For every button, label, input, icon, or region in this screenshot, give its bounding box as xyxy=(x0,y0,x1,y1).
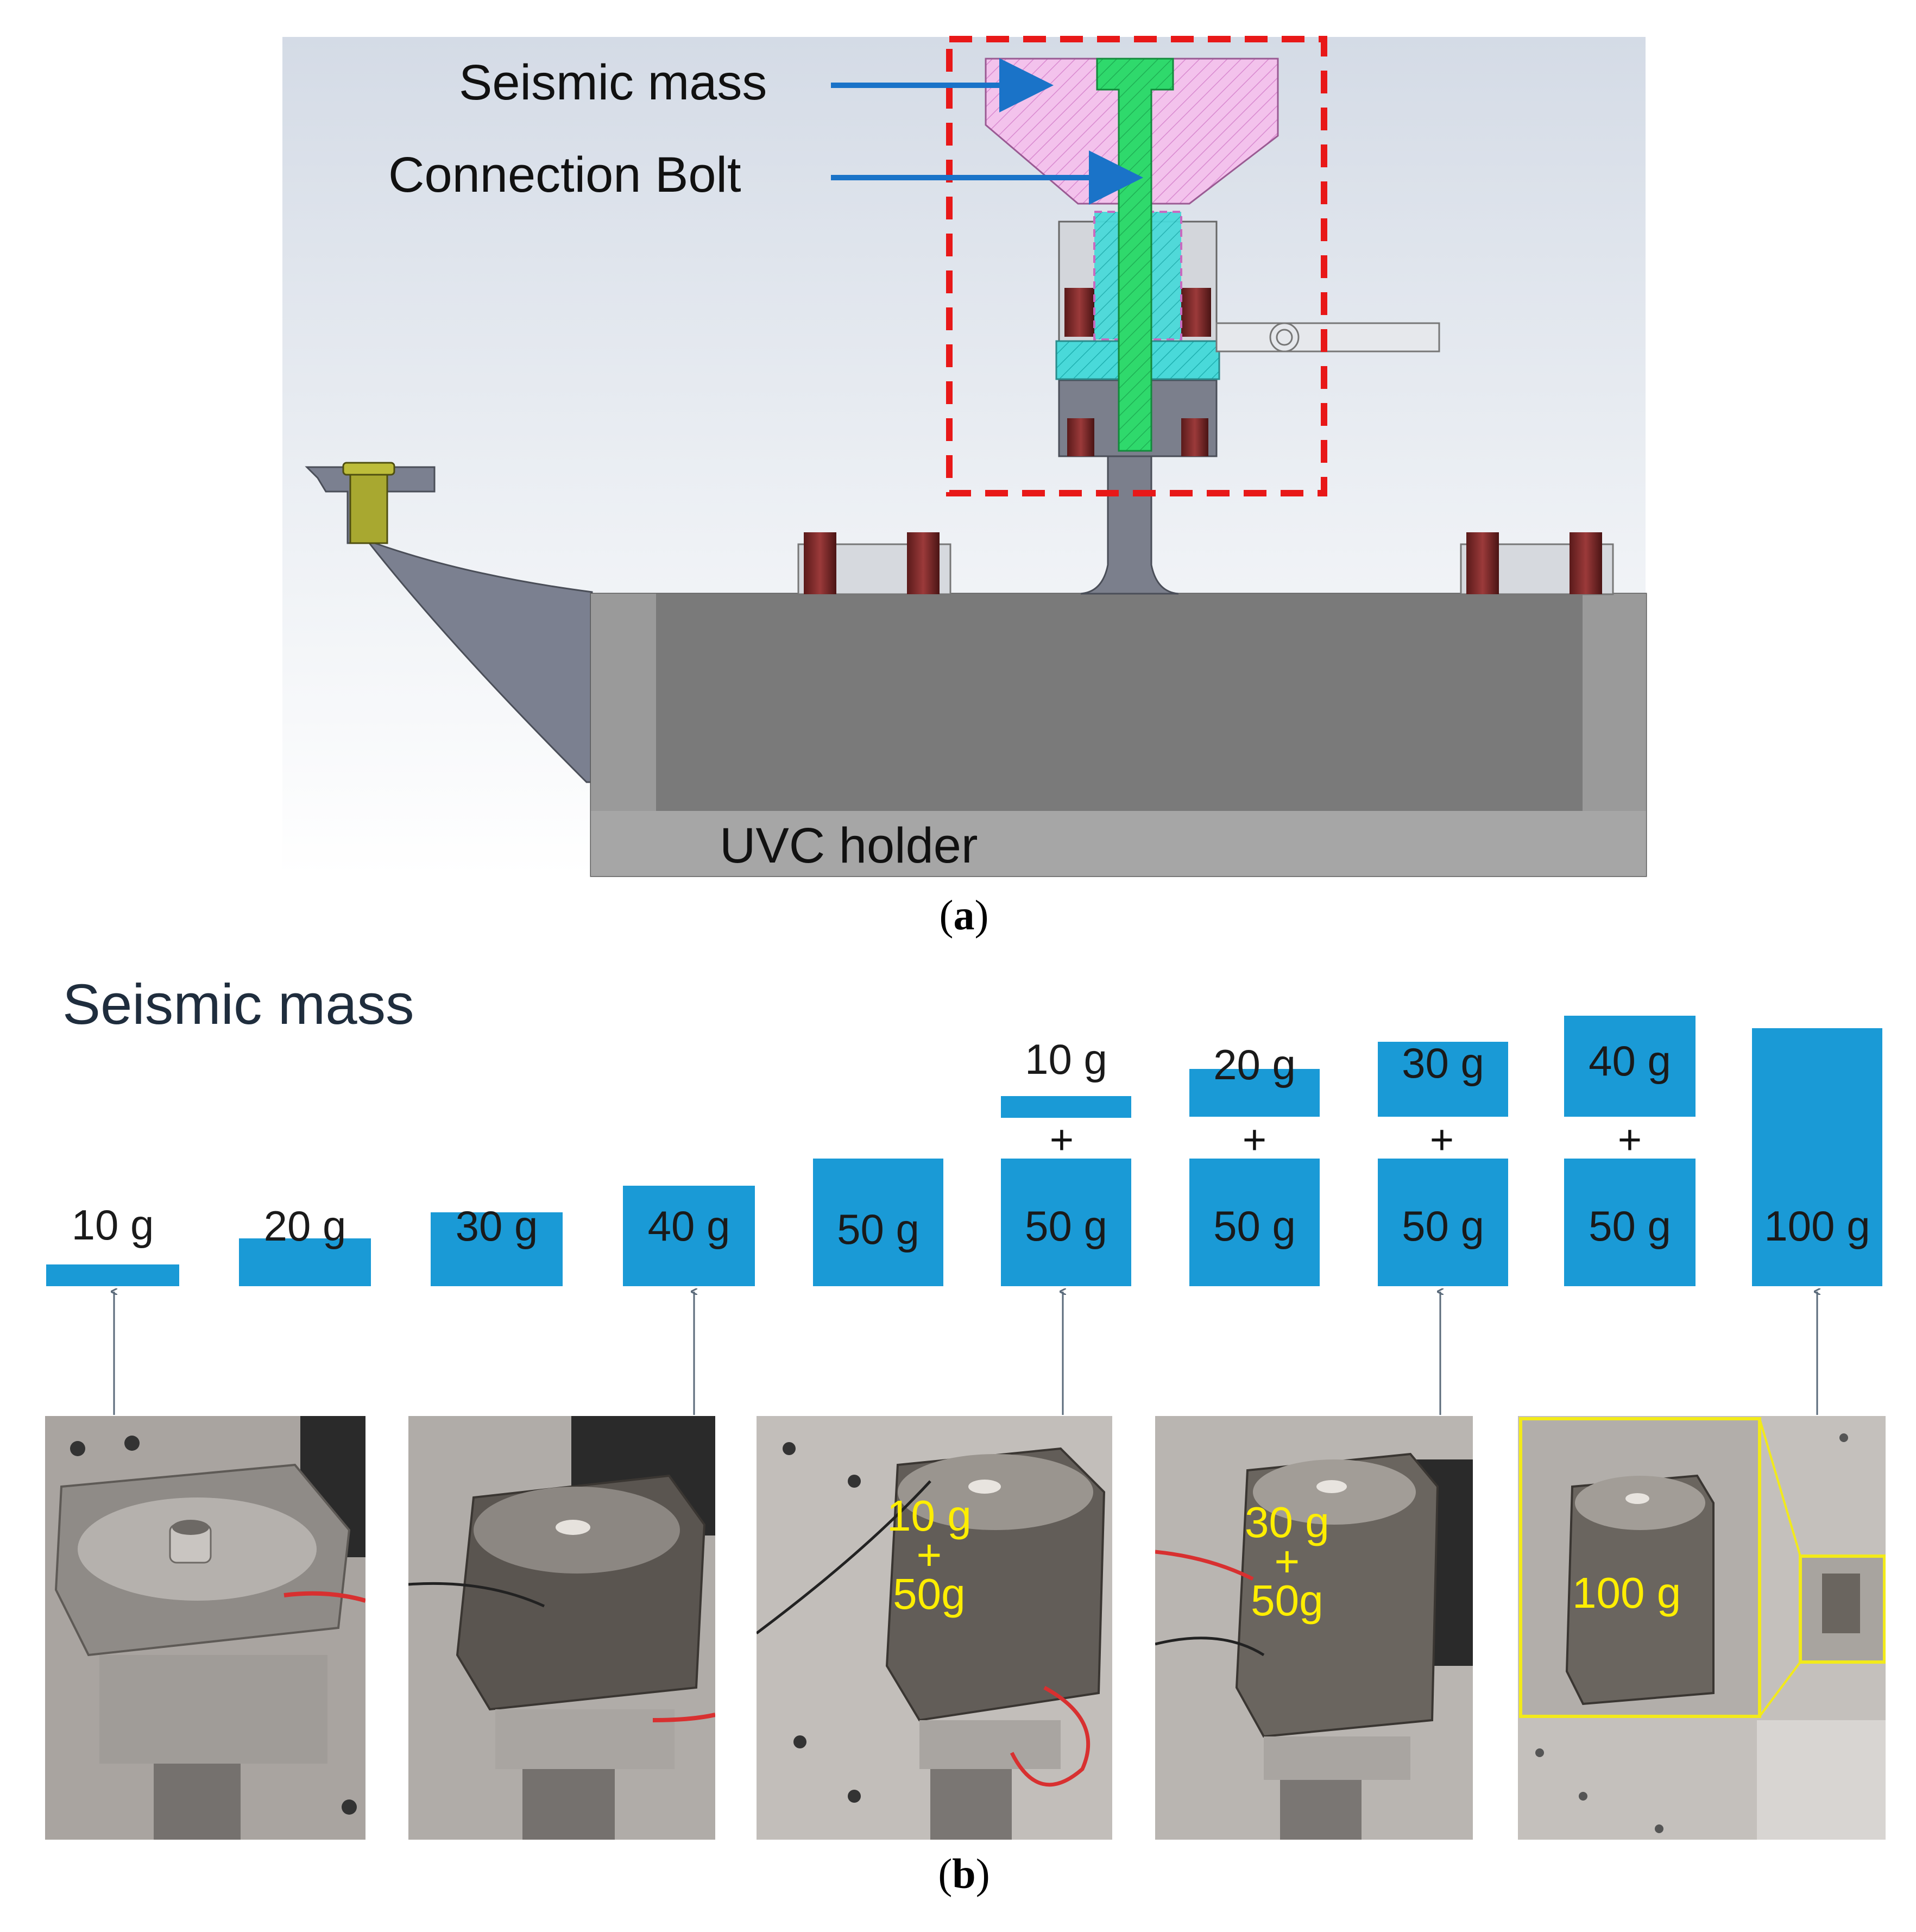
highlight-box xyxy=(946,36,1327,496)
mass-block-50g xyxy=(1189,1159,1320,1286)
mass-label: 50 g xyxy=(1025,1202,1107,1250)
photo-100g: 100 g xyxy=(1518,1416,1886,1840)
seismic-mass-label: Seismic mass xyxy=(459,55,767,110)
left-clamp xyxy=(797,532,951,595)
mass-label: 30 g xyxy=(1402,1039,1484,1087)
mass-label: 50 g xyxy=(837,1205,919,1253)
plus-sign: + xyxy=(1429,1117,1454,1163)
caption-b: (b) xyxy=(938,1850,990,1897)
photo-illustration xyxy=(757,1416,1112,1840)
photo-30g-50g: 30 g + 50g xyxy=(1155,1416,1473,1840)
cad-cross-section xyxy=(282,36,1647,877)
section-title: Seismic mass xyxy=(62,973,414,1036)
mass-label: 50 g xyxy=(1402,1202,1484,1250)
side-arm xyxy=(1215,322,1440,353)
uvc-holder xyxy=(590,593,1647,877)
photo-40g xyxy=(408,1416,715,1840)
photo-illustration xyxy=(45,1416,365,1840)
right-clamp xyxy=(1460,532,1614,595)
mass-label: 10 g xyxy=(71,1201,154,1249)
uvc-holder-label: UVC holder xyxy=(720,818,978,873)
connection-bolt-shape xyxy=(1096,58,1174,452)
mass-label: 50 g xyxy=(1589,1202,1671,1250)
plus-sign: + xyxy=(1242,1117,1267,1163)
photo-label: 30 g + 50g xyxy=(1245,1498,1329,1625)
mass-block-30g-top xyxy=(1378,1042,1508,1117)
photo-label: 100 g xyxy=(1572,1569,1681,1617)
photo-illustration xyxy=(408,1416,715,1840)
photo-10g xyxy=(45,1416,365,1840)
mass-block-100g xyxy=(1752,1028,1882,1286)
mass-block-50g xyxy=(1001,1159,1131,1286)
photo-illustration xyxy=(1155,1416,1473,1840)
photo-10g-50g: 10 g + 50g xyxy=(757,1416,1112,1840)
caption-a: (a) xyxy=(939,891,989,939)
mass-block-10g-top xyxy=(1001,1096,1131,1118)
mass-label: 100 g xyxy=(1764,1202,1870,1250)
stem xyxy=(1080,455,1179,595)
mass-block-30g xyxy=(431,1212,563,1286)
mass-label: 20 g xyxy=(1213,1041,1296,1088)
mass-label: 40 g xyxy=(647,1202,730,1250)
mass-label: 20 g xyxy=(263,1202,346,1250)
mass-block-20g xyxy=(239,1238,371,1286)
plus-sign: + xyxy=(1617,1117,1642,1163)
mass-block-20g-top xyxy=(1189,1069,1320,1117)
plus-sign: + xyxy=(1049,1117,1074,1163)
mass-block-40g-top xyxy=(1564,1016,1696,1117)
mass-block-50g xyxy=(813,1159,943,1286)
mass-label: 10 g xyxy=(1025,1035,1107,1083)
mass-block-40g xyxy=(623,1186,755,1286)
mass-label: 50 g xyxy=(1213,1202,1296,1250)
mass-block-10g xyxy=(46,1264,179,1286)
mass-label: 30 g xyxy=(455,1202,538,1250)
photo-illustration xyxy=(1518,1416,1886,1840)
mass-block-50g xyxy=(1378,1159,1508,1286)
mass-label: 40 g xyxy=(1589,1037,1671,1085)
left-support-arm xyxy=(305,462,593,783)
mass-block-50g xyxy=(1564,1159,1696,1286)
photo-label: 10 g + 50g xyxy=(887,1492,972,1618)
connection-bolt-label: Connection Bolt xyxy=(388,147,741,203)
